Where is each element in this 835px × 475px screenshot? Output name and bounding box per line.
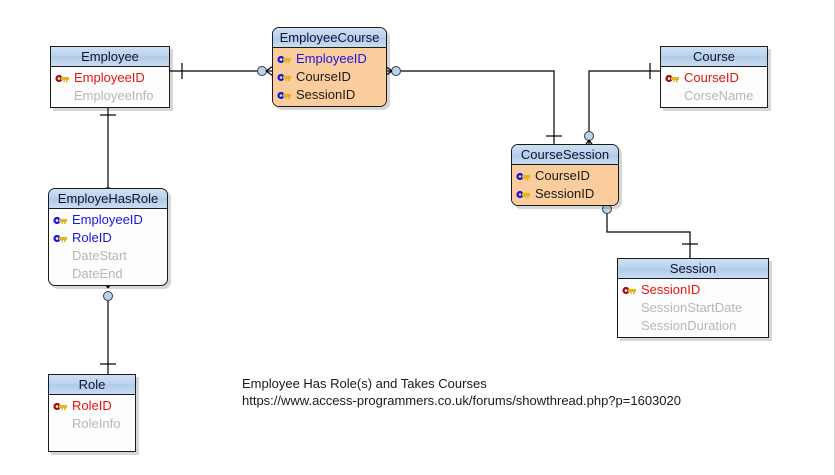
gold-key-icon	[55, 74, 69, 82]
no-key-icon	[53, 269, 68, 280]
blue-key-icon	[53, 216, 67, 224]
field-row[interactable]: RoleID	[49, 229, 167, 247]
entity-session-fields: SessionID SessionStartDate SessionDurati…	[618, 279, 768, 337]
blue-key-icon	[277, 73, 291, 81]
field-label: SessionStartDate	[641, 300, 743, 315]
field-row[interactable]: DateEnd	[49, 265, 167, 283]
entity-employehasrole-fields: EmployeeID RoleID DateStart DateEnd	[49, 209, 167, 285]
blue-key-icon	[516, 172, 530, 180]
blue-key-icon	[277, 55, 291, 63]
entity-employee-title: Employee	[51, 47, 169, 67]
field-label: EmployeeID	[72, 212, 143, 227]
field-label: DateEnd	[72, 266, 123, 281]
blue-key-icon	[516, 190, 530, 198]
field-row[interactable]: SessionDuration	[618, 317, 768, 335]
field-row[interactable]: SessionID	[618, 281, 768, 299]
field-label: CourseID	[296, 69, 351, 84]
no-key-icon	[665, 91, 680, 102]
no-key-icon	[53, 251, 68, 262]
entity-session-title: Session	[618, 259, 768, 279]
gold-key-icon	[622, 286, 636, 294]
field-label: SessionID	[641, 282, 701, 297]
no-key-icon	[53, 419, 68, 430]
no-key-icon	[53, 436, 68, 447]
field-row[interactable]: EmployeeID	[51, 69, 169, 87]
field-row[interactable]: SessionStartDate	[618, 299, 768, 317]
no-key-icon	[622, 303, 637, 314]
entity-course[interactable]: Course CourseID CorseName	[660, 46, 768, 108]
entity-employeecourse-title: EmployeeCourse	[273, 28, 386, 48]
caption-line-2: https://www.access-programmers.co.uk/for…	[242, 393, 681, 408]
no-key-icon	[622, 321, 637, 332]
entity-role-title: Role	[49, 375, 135, 395]
entity-employehasrole[interactable]: EmployeHasRole EmployeeID RoleID	[48, 188, 168, 286]
field-row[interactable]: SessionID	[273, 86, 386, 104]
relationship-employehasrole-role	[100, 277, 116, 376]
gold-key-icon	[53, 402, 67, 410]
entity-employeecourse-fields: EmployeeID CourseID SessionID	[273, 48, 386, 106]
field-label: SessionDuration	[641, 318, 737, 333]
gold-key-icon	[665, 74, 679, 82]
field-label: EmployeeID	[74, 70, 145, 85]
field-label: CourseID	[684, 70, 739, 85]
entity-course-title: Course	[661, 47, 767, 67]
field-row[interactable]: CourseID	[273, 68, 386, 86]
relationship-employeecourse-coursesession	[381, 63, 562, 148]
entity-session[interactable]: Session SessionID SessionStartDate Sessi…	[617, 258, 769, 338]
field-row[interactable]: EmployeeID	[273, 50, 386, 68]
field-label: RoleID	[72, 398, 112, 413]
no-key-icon	[55, 91, 70, 102]
field-label: SessionID	[535, 186, 595, 201]
entity-employee-fields: EmployeeID EmployeeInfo	[51, 67, 169, 107]
field-label: RoleInfo	[72, 416, 121, 431]
field-label: EmployeeInfo	[74, 88, 154, 103]
field-label: RoleID	[72, 230, 112, 245]
relationship-employee-employeecourse	[170, 63, 277, 79]
blue-key-icon	[277, 91, 291, 99]
entity-role-fields: RoleID RoleInfo	[49, 395, 135, 451]
field-row-empty	[49, 433, 135, 449]
entity-coursesession-fields: CourseID SessionID	[512, 165, 618, 205]
entity-coursesession[interactable]: CourseSession CourseID SessionID	[511, 144, 619, 206]
field-label: CourseID	[535, 168, 590, 183]
entity-employehasrole-title: EmployeHasRole	[49, 189, 167, 209]
entity-employee[interactable]: Employee EmployeeID EmployeeInfo	[50, 46, 170, 108]
field-row[interactable]: SessionID	[512, 185, 618, 203]
field-label: SessionID	[296, 87, 356, 102]
entity-role[interactable]: Role RoleID RoleInfo	[48, 374, 136, 452]
entity-coursesession-title: CourseSession	[512, 145, 618, 165]
field-row[interactable]: EmployeeInfo	[51, 87, 169, 105]
entity-employeecourse[interactable]: EmployeeCourse EmployeeID CourseID	[272, 27, 387, 107]
field-row[interactable]: RoleID	[49, 397, 135, 415]
entity-course-fields: CourseID CorseName	[661, 67, 767, 107]
field-row[interactable]: CourseID	[512, 167, 618, 185]
blue-key-icon	[53, 234, 67, 242]
relationship-course-coursesession	[581, 63, 660, 151]
field-label: DateStart	[72, 248, 127, 263]
field-row[interactable]: EmployeeID	[49, 211, 167, 229]
caption-line-1: Employee Has Role(s) and Takes Courses	[242, 376, 487, 391]
field-label: CorseName	[684, 88, 754, 103]
field-row[interactable]: DateStart	[49, 247, 167, 265]
field-row[interactable]: CorseName	[661, 87, 767, 105]
field-row[interactable]: RoleInfo	[49, 415, 135, 433]
field-row[interactable]: CourseID	[661, 69, 767, 87]
field-label: EmployeeID	[296, 51, 367, 66]
